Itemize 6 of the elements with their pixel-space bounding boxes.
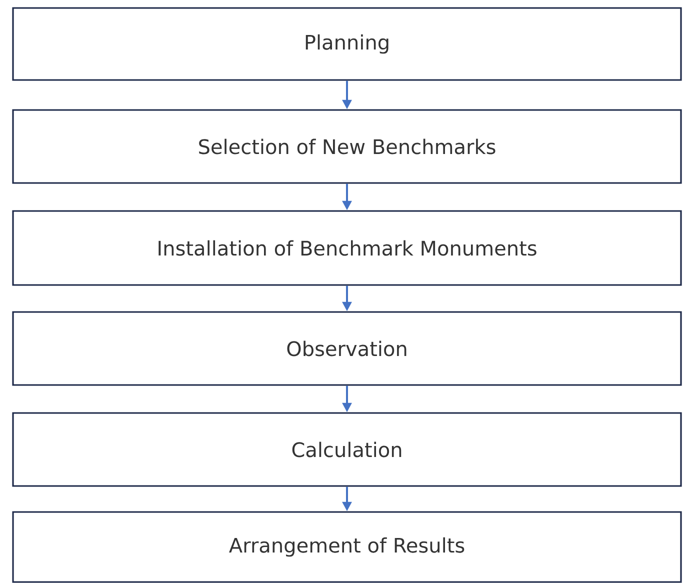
process-box: Selection of New Benchmarks (12, 109, 682, 184)
process-box: Calculation (12, 412, 682, 487)
process-box: Arrangement of Results (12, 511, 682, 583)
process-box: Observation (12, 311, 682, 386)
process-box: Planning (12, 7, 682, 81)
process-box: Installation of Benchmark Monuments (12, 210, 682, 286)
